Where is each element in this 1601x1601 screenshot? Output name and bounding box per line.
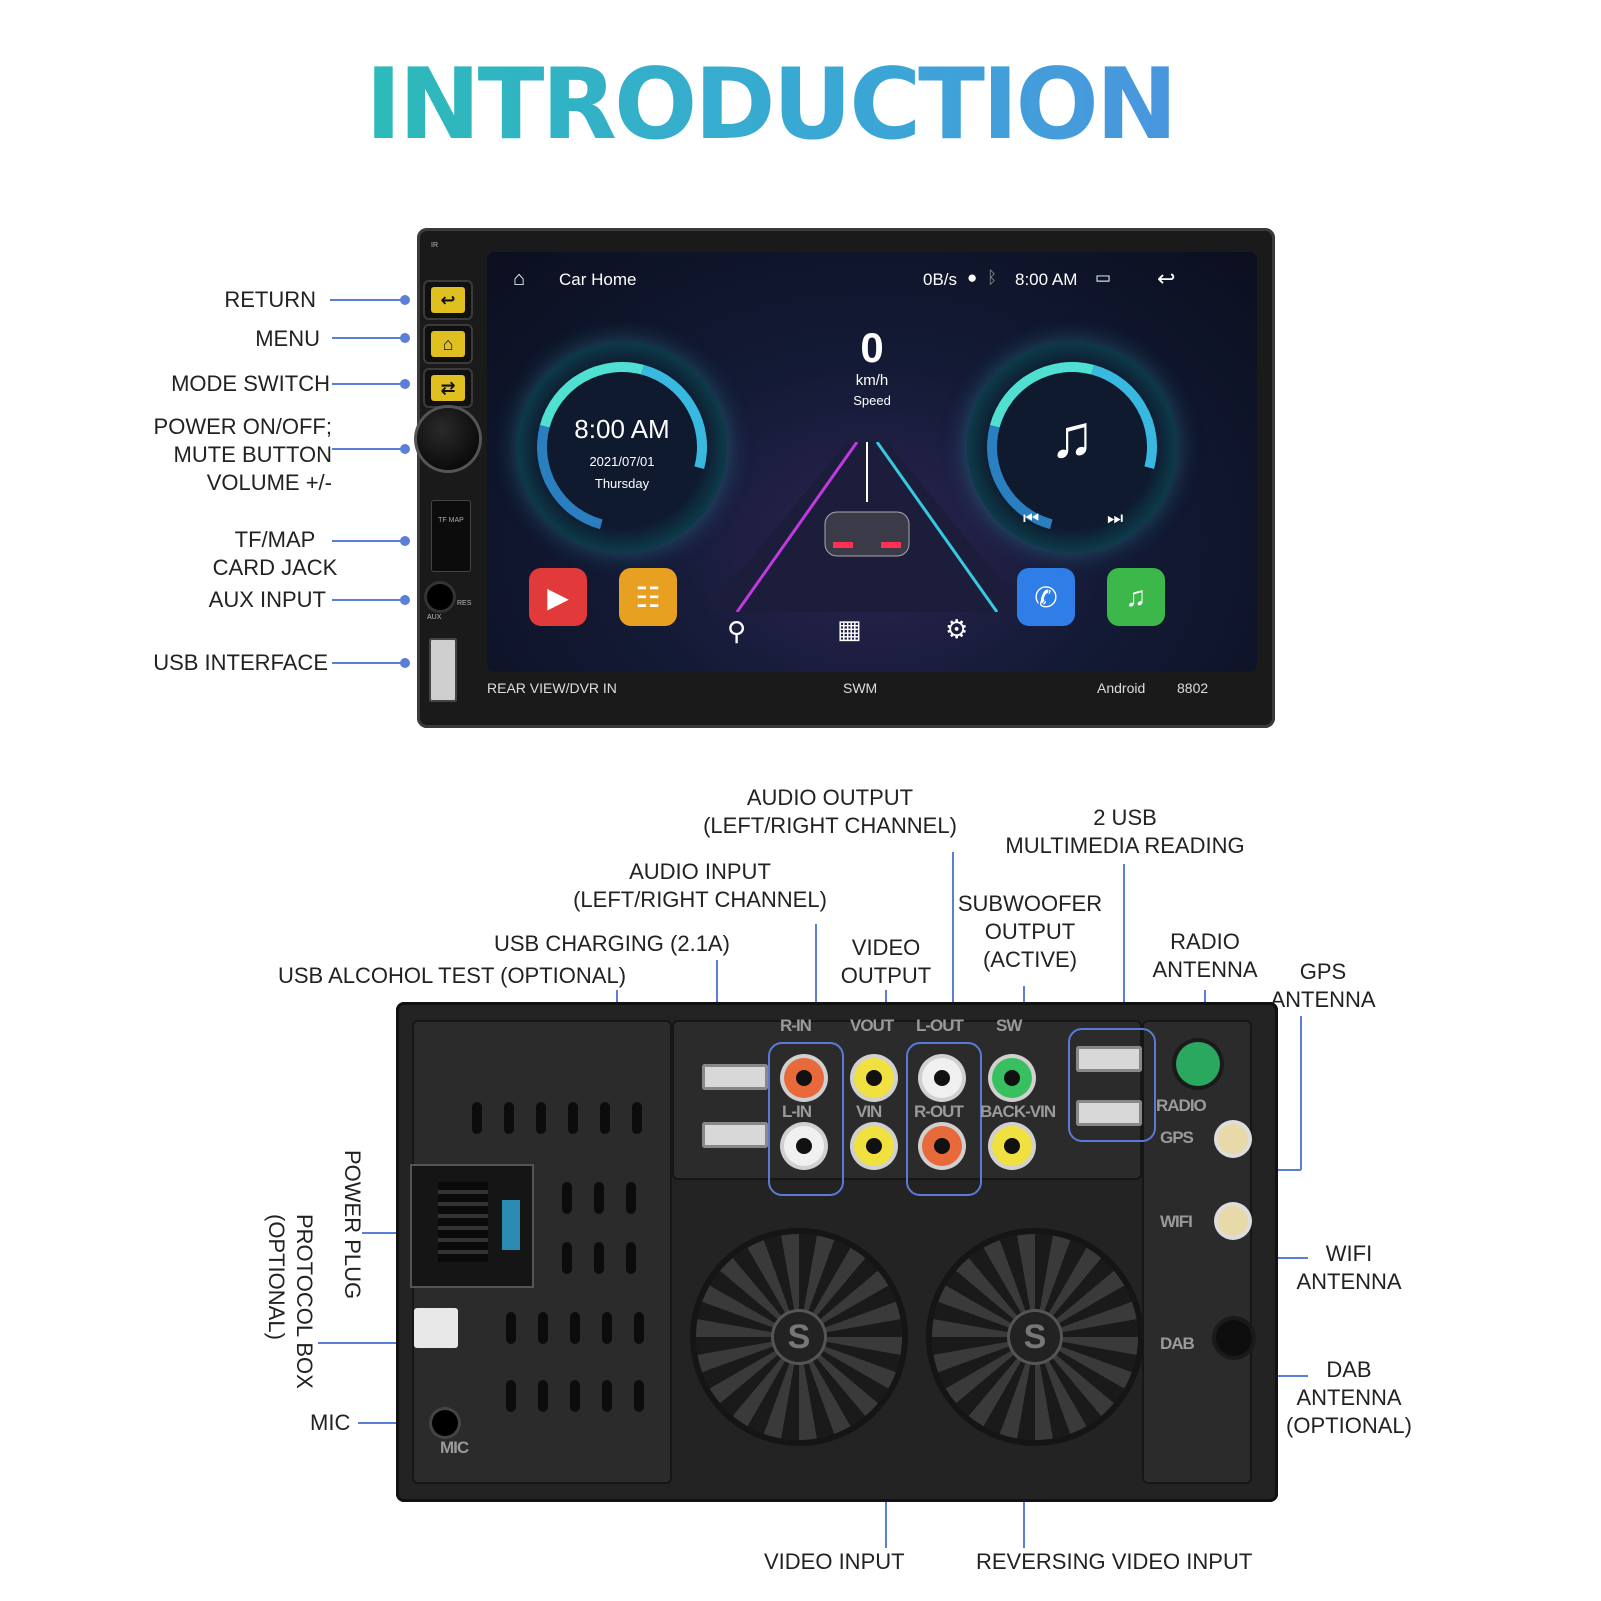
protocol-box-connector[interactable] <box>414 1308 458 1348</box>
music-note-icon: ♫ <box>1049 403 1095 470</box>
mic-embossed: MIC <box>440 1438 469 1457</box>
label-power: POWER ON/OFF; MUTE BUTTON VOLUME +/- <box>153 414 332 495</box>
head-unit-front: IR ↩ ⌂ ⇄ TF MAP AUX RES ⌂ Car Home 0B/s … <box>417 228 1275 728</box>
res-label: RES <box>457 600 472 607</box>
mode-switch-button[interactable]: ⇄ <box>423 368 473 408</box>
cooling-fan-left: S <box>696 1234 902 1440</box>
label-protocol-box: PROTOCOL BOX(OPTIONAL) <box>264 1214 317 1389</box>
music-app-icon[interactable]: ♫ <box>1107 568 1165 626</box>
clock-time: 8:00 AM <box>574 414 670 444</box>
model-label: 8802 <box>1177 680 1209 696</box>
brand-label: SWM <box>843 680 878 696</box>
mic-jack[interactable] <box>432 1410 458 1436</box>
usb-charging-port[interactable] <box>702 1064 768 1090</box>
previous-track-icon[interactable]: ⏮ <box>1023 508 1040 528</box>
dab-antenna-socket[interactable] <box>1216 1320 1252 1356</box>
power-volume-knob[interactable] <box>417 408 479 470</box>
navigation-pin-icon[interactable]: ⚲ <box>727 616 747 646</box>
location-pin-icon: ● <box>967 268 978 287</box>
head-unit-back: MIC R-IN VOUT L-OUT SW L-IN VIN R-OUT BA… <box>396 1002 1278 1502</box>
touch-screen[interactable]: ⌂ Car Home 0B/s ● ᛒ 8:00 AM ▭ ↩ 8:00 AM … <box>487 252 1257 672</box>
status-bar: ⌂ Car Home 0B/s ● ᛒ 8:00 AM ▭ ↩ <box>487 266 1257 296</box>
apps-grid-icon[interactable]: ▦ <box>837 614 862 644</box>
return-icon: ↩ <box>431 287 465 313</box>
car-home-label: Car Home <box>559 270 637 289</box>
clock-dial: 8:00 AM 2021/07/01 Thursday <box>505 330 739 564</box>
front-usb-port[interactable] <box>429 638 457 702</box>
label-video-input: VIDEO INPUT <box>764 1549 905 1574</box>
radio-app-icon[interactable]: ☷ <box>619 568 677 626</box>
ir-label: IR <box>431 242 438 249</box>
clock-date: 2021/07/01 <box>589 454 655 469</box>
settings-gear-icon[interactable]: ⚙ <box>945 614 969 644</box>
label-reversing-video: REVERSING VIDEO INPUT <box>976 1549 1253 1574</box>
status-time: 8:00 AM <box>1015 270 1078 289</box>
label-menu: MENU <box>255 326 320 351</box>
clock-day: Thursday <box>594 476 650 491</box>
power-plug-socket[interactable] <box>410 1164 534 1288</box>
wifi-antenna-socket[interactable] <box>1218 1206 1248 1236</box>
r-in-jack[interactable] <box>784 1058 824 1098</box>
road-graphic <box>707 442 1027 612</box>
net-speed: 0B/s <box>923 270 958 289</box>
label-audio-input: AUDIO INPUT(LEFT/RIGHT CHANNEL) <box>573 859 827 912</box>
aux-jack[interactable] <box>427 584 453 610</box>
label-alcohol-test: USB ALCOHOL TEST (OPTIONAL) <box>278 963 627 988</box>
os-label: Android <box>1097 680 1146 696</box>
label-aux-input: AUX INPUT <box>208 587 326 612</box>
label-usb-charging: USB CHARGING (2.1A) <box>494 931 730 956</box>
usb-port-1[interactable] <box>1076 1046 1142 1072</box>
label-return: RETURN <box>224 287 316 312</box>
usb-port-2[interactable] <box>1076 1100 1142 1126</box>
bluetooth-icon: ᛒ <box>987 268 998 287</box>
label-usb-interface: USB INTERFACE <box>153 650 328 675</box>
page-title: INTRODUCTION <box>0 48 1540 162</box>
vin-jack[interactable] <box>854 1126 894 1166</box>
music-dial: ♫ ⏮ ⏭ <box>955 330 1189 564</box>
label-tf-card: TF/MAP CARD JACK <box>212 527 338 580</box>
sw-jack[interactable] <box>992 1058 1032 1098</box>
radio-antenna-socket[interactable] <box>1176 1042 1220 1086</box>
aux-small-label: AUX <box>427 614 442 621</box>
menu-button[interactable]: ⌂ <box>423 324 473 364</box>
r-out-jack[interactable] <box>922 1126 962 1166</box>
home-icon: ⌂ <box>431 331 465 357</box>
vout-jack[interactable] <box>854 1058 894 1098</box>
l-out-jack[interactable] <box>922 1058 962 1098</box>
gps-antenna-socket[interactable] <box>1218 1124 1248 1154</box>
label-audio-output: AUDIO OUTPUT(LEFT/RIGHT CHANNEL) <box>703 785 957 838</box>
return-button[interactable]: ↩ <box>423 280 473 320</box>
label-power-plug: POWER PLUG <box>340 1150 365 1300</box>
speedometer: 0 km/h Speed <box>853 324 891 408</box>
cooling-fan-right: S <box>932 1234 1138 1440</box>
home-outline-icon[interactable]: ⌂ <box>513 268 526 290</box>
back-arrow-icon[interactable]: ↩ <box>1157 266 1176 291</box>
tf-card-slot[interactable]: TF MAP <box>431 500 471 572</box>
mode-icon: ⇄ <box>431 375 465 401</box>
label-mode-switch: MODE SWITCH <box>171 371 330 396</box>
recent-apps-icon[interactable]: ▭ <box>1095 268 1112 287</box>
next-track-icon[interactable]: ⏭ <box>1107 508 1124 528</box>
usb-alcohol-port[interactable] <box>702 1122 768 1148</box>
l-in-jack[interactable] <box>784 1126 824 1166</box>
label-mic: MIC <box>310 1410 351 1435</box>
back-vin-jack[interactable] <box>992 1126 1032 1166</box>
video-app-icon[interactable]: ▶ <box>529 568 587 626</box>
rear-view-label: REAR VIEW/DVR IN <box>487 680 617 696</box>
phone-app-icon[interactable]: ✆ <box>1017 568 1075 626</box>
